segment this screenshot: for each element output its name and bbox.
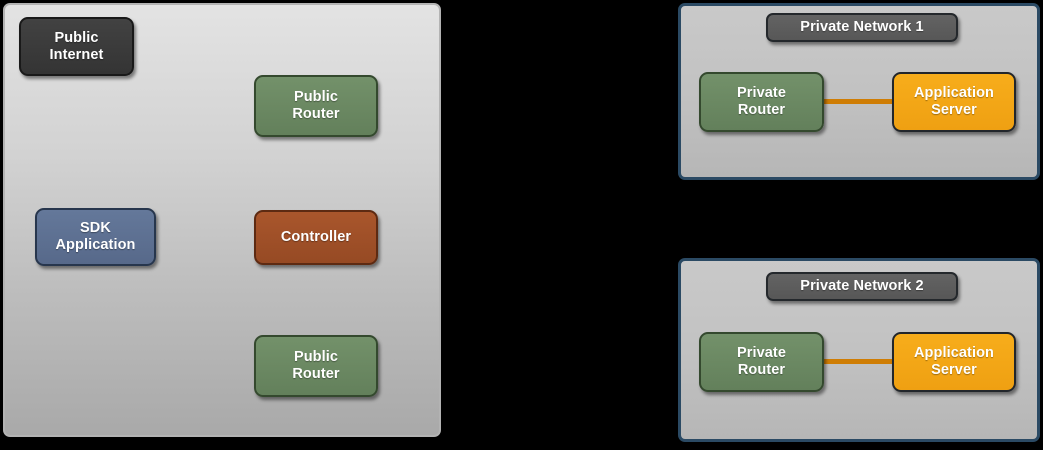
node-application-server-1[interactable]: Application Server xyxy=(892,72,1016,132)
node-controller-label: Controller xyxy=(280,229,352,245)
node-private-router-1-label: Private Router xyxy=(736,85,787,118)
link-private-router-1-to-application-server-1 xyxy=(820,99,896,104)
node-controller[interactable]: Controller xyxy=(254,210,378,265)
node-private-router-1[interactable]: Private Router xyxy=(699,72,824,132)
private-network-1-title-label: Private Network 1 xyxy=(800,19,924,35)
link-private-router-2-to-application-server-2 xyxy=(820,359,896,364)
node-public-router-bottom[interactable]: Public Router xyxy=(254,335,378,397)
node-public-router-top[interactable]: Public Router xyxy=(254,75,378,137)
node-sdk-application[interactable]: SDK Application xyxy=(35,208,156,266)
private-network-1-title-badge: Private Network 1 xyxy=(766,13,958,42)
node-public-internet-label: Public Internet xyxy=(49,29,104,63)
node-private-router-2[interactable]: Private Router xyxy=(699,332,824,392)
node-public-internet[interactable]: Public Internet xyxy=(19,17,134,76)
node-public-router-bottom-label: Public Router xyxy=(292,349,340,382)
private-network-2-title-badge: Private Network 2 xyxy=(766,272,958,301)
node-sdk-application-label: SDK Application xyxy=(55,220,136,253)
node-application-server-2[interactable]: Application Server xyxy=(892,332,1016,392)
node-private-router-2-label: Private Router xyxy=(736,345,787,378)
node-application-server-2-label: Application Server xyxy=(913,345,995,378)
public-network-panel: Public Internet Public Router Controller… xyxy=(3,3,441,437)
node-application-server-1-label: Application Server xyxy=(913,85,995,118)
private-network-2-title-label: Private Network 2 xyxy=(800,278,924,294)
node-public-router-top-label: Public Router xyxy=(292,89,340,122)
